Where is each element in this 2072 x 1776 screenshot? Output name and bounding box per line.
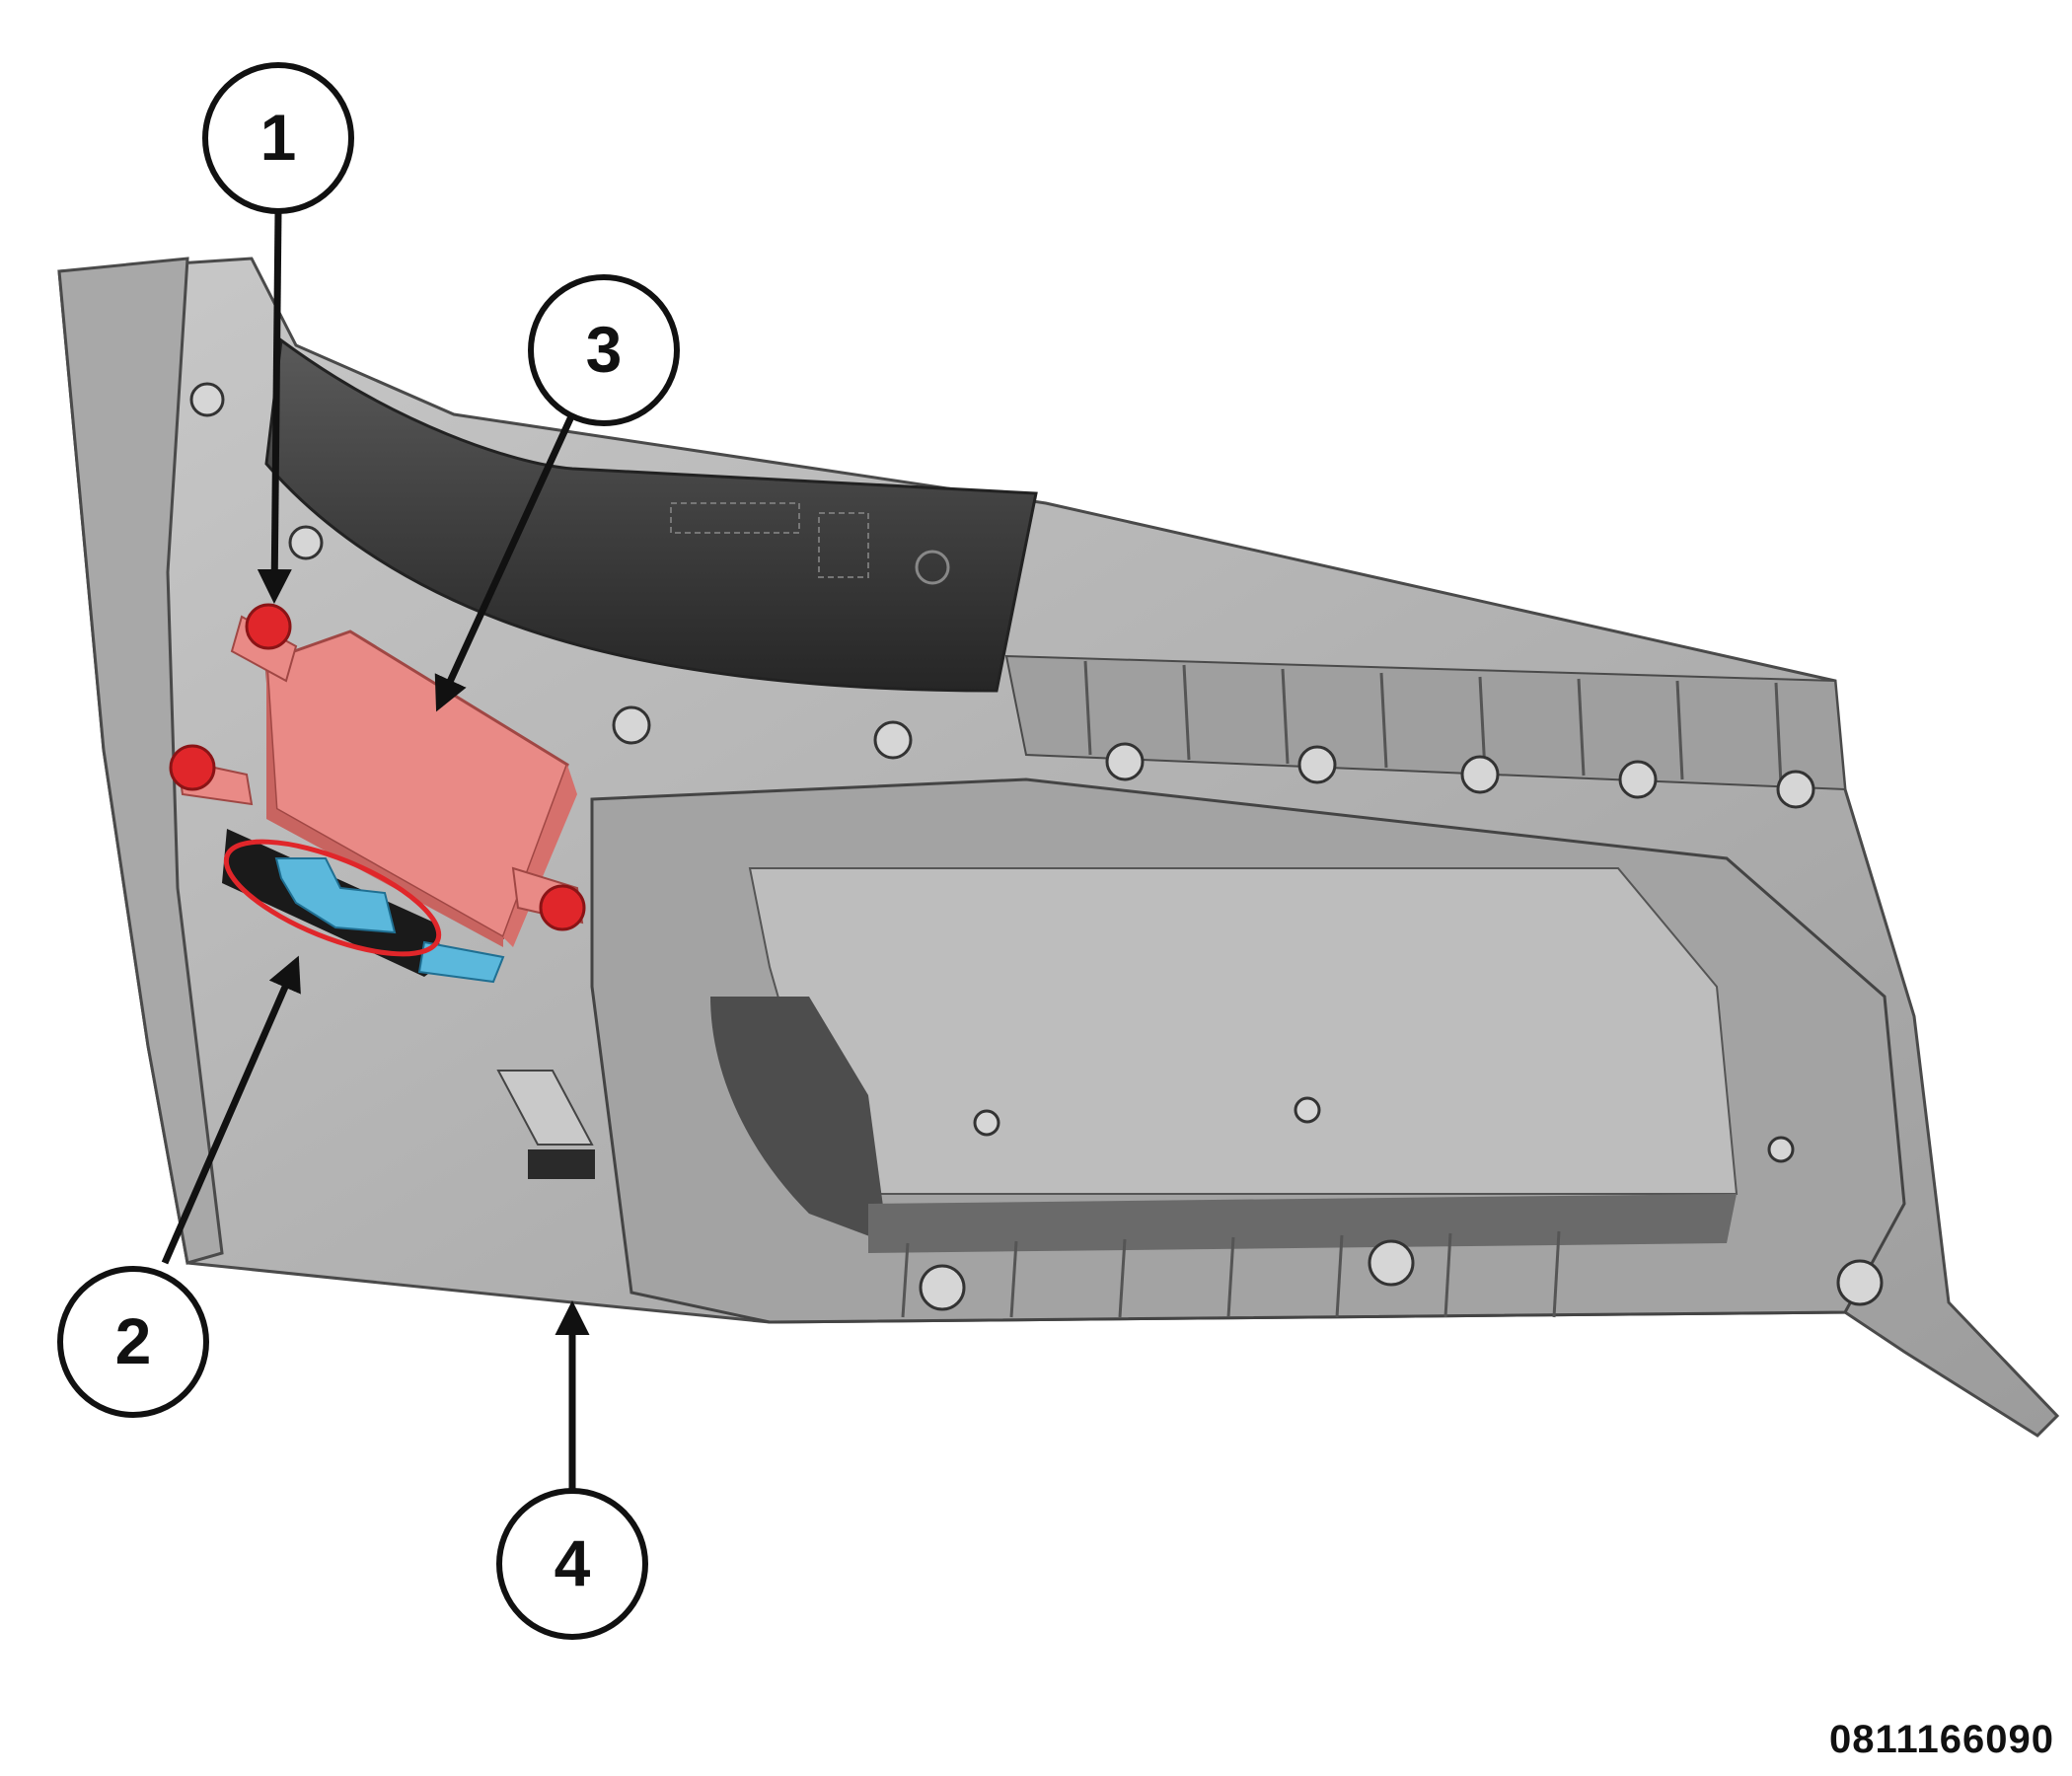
callout-3: 3 <box>528 274 680 426</box>
callout-2: 2 <box>57 1266 209 1418</box>
arrow-2 <box>161 955 301 1265</box>
fastener-right <box>539 884 586 931</box>
callout-3-label: 3 <box>586 313 623 386</box>
callout-4: 4 <box>496 1488 648 1640</box>
module-fasteners <box>169 603 586 931</box>
callout-4-label: 4 <box>555 1526 591 1599</box>
callout-arrows <box>161 211 590 1490</box>
callout-2-label: 2 <box>115 1304 152 1377</box>
arrow-1 <box>257 211 292 604</box>
callout-1-label: 1 <box>260 101 297 174</box>
electrical-connector <box>222 829 505 984</box>
arrow-3 <box>434 412 576 712</box>
fastener-upper <box>245 603 292 650</box>
fastener-left <box>169 744 216 791</box>
dark-upper-panel <box>264 337 1038 693</box>
callout-1: 1 <box>202 62 354 214</box>
figure-id: 0811166090 <box>1828 1718 2054 1761</box>
connector-highlight-ellipse <box>223 839 442 957</box>
